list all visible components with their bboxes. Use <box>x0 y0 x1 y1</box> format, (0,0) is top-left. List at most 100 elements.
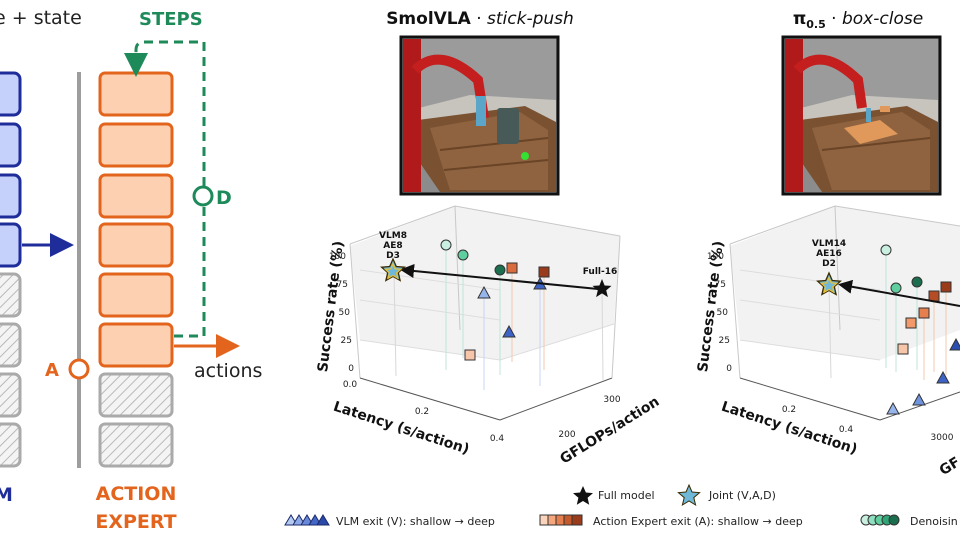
vlm-exit-point <box>477 285 491 299</box>
full-model-annotation: Full-16 <box>583 267 618 277</box>
d-exit-marker <box>192 185 214 207</box>
legend-vlm-exit-label: VLM exit (V): shallow → deep <box>336 515 495 528</box>
legend-vlm-exit-icon <box>284 514 330 526</box>
ae-exit-point <box>928 290 940 302</box>
joint-annotation: AE16 <box>816 249 842 259</box>
denoise-point <box>457 249 469 261</box>
z-tick: 50 <box>339 308 351 318</box>
ae-exit-point <box>538 266 550 278</box>
y-tick: 300 <box>603 395 620 405</box>
z-tick: 50 <box>717 308 729 318</box>
legend: Full model Joint (V,A,D) VLM exit (V): s… <box>284 483 958 528</box>
x-axis-label: Latency (s/action) <box>331 399 471 458</box>
scene-image-box-close <box>781 35 942 196</box>
vlm-exit-point <box>912 392 926 406</box>
legend-full-model-icon <box>573 486 593 505</box>
z-tick: 0 <box>726 364 732 374</box>
full-model-star <box>592 279 612 298</box>
x-tick: 0.0 <box>343 380 358 390</box>
z-tick: 100 <box>707 252 724 262</box>
legend-joint-label: Joint (V,A,D) <box>708 489 776 502</box>
architecture-diagram: e + state M A <box>0 7 262 533</box>
ae-layer <box>98 173 174 219</box>
top-left-text: e + state <box>0 7 82 29</box>
action-expert-label-line1: ACTION <box>96 483 177 505</box>
plot-3d-pi05: Success rate (%) 100 75 50 25 0 0.2 0.4 … <box>695 205 960 479</box>
legend-ae-exit-label: Action Expert exit (A): shallow → deep <box>593 515 803 528</box>
vlm-label: M <box>0 484 13 506</box>
vlm-layer <box>0 71 22 117</box>
z-tick: 75 <box>715 280 726 290</box>
z-tick: 0 <box>348 364 354 374</box>
ae-layer <box>98 322 174 368</box>
joint-star <box>380 257 406 282</box>
vlm-layer <box>0 173 22 219</box>
steps-loop-arrow <box>124 40 206 336</box>
vlm-layer <box>0 222 22 268</box>
joint-annotation: D3 <box>386 251 400 261</box>
ae-exit-point <box>918 307 930 319</box>
scene-image-stick-push <box>399 35 560 196</box>
vlm-exit-point <box>949 337 960 351</box>
panel-smolvla: SmolVLA · stick-push <box>315 9 662 468</box>
panel-pi05: π0.5 · box-close Success rate <box>695 9 960 479</box>
y-tick: 200 <box>558 430 575 440</box>
panel-title: π0.5 · box-close <box>793 9 923 31</box>
denoise-point <box>911 276 923 288</box>
legend-joint-icon <box>677 483 701 507</box>
ae-layer <box>98 122 174 168</box>
y-axis-label: GF <box>937 454 960 479</box>
vlm-exit-point <box>886 401 900 415</box>
panel-title: SmolVLA · stick-push <box>386 9 574 29</box>
ae-exit-point <box>506 262 518 274</box>
vlm-layer <box>0 122 22 168</box>
vlm-layer-skipped <box>0 272 22 318</box>
steps-label: STEPS <box>139 9 203 30</box>
vlm-layer-stack <box>0 71 22 468</box>
x-tick: 0.4 <box>839 425 854 435</box>
a-label: A <box>45 360 59 381</box>
y-tick: 3000 <box>931 433 954 443</box>
z-tick: 25 <box>719 336 730 346</box>
x-tick: 0.2 <box>782 405 796 415</box>
ae-exit-point <box>464 349 476 361</box>
denoise-point <box>494 264 506 276</box>
joint-annotation: VLM14 <box>812 239 846 249</box>
legend-full-model-label: Full model <box>598 489 655 502</box>
ae-exit-point <box>940 281 952 293</box>
ae-layer <box>98 222 174 268</box>
actions-label: actions <box>194 360 262 382</box>
plot-3d-smolvla: Success rate (%) 100 75 50 25 0 0.0 0.2 … <box>315 205 662 468</box>
z-tick: 25 <box>341 336 352 346</box>
joint-annotation: AE8 <box>383 241 402 251</box>
joint-star <box>816 271 842 296</box>
ae-exit-point <box>905 317 917 329</box>
denoise-point <box>440 239 452 251</box>
vlm-exit-point <box>936 370 950 384</box>
ae-layer-skipped <box>98 422 174 468</box>
denoise-point <box>890 282 902 294</box>
ae-layer <box>98 71 174 117</box>
action-expert-stack <box>98 71 174 468</box>
joint-annotation: VLM8 <box>379 231 407 241</box>
vlm-layer-skipped <box>0 322 22 368</box>
legend-ae-exit-icon <box>539 514 583 526</box>
legend-denoising-label: Denoisin <box>910 515 958 528</box>
speedup-arrow <box>400 264 599 290</box>
legend-denoising-icon <box>860 514 900 526</box>
ae-exit-point <box>897 343 909 355</box>
z-tick: 75 <box>337 280 348 290</box>
denoise-point <box>880 244 892 256</box>
x-tick: 0.4 <box>490 434 505 444</box>
vlm-layer-skipped <box>0 422 22 468</box>
joint-annotation: D2 <box>822 259 836 269</box>
a-exit-marker <box>68 358 90 380</box>
vlm-layer-skipped <box>0 372 22 418</box>
ae-layer <box>98 272 174 318</box>
d-label: D <box>216 187 232 209</box>
vlm-exit-point <box>502 324 516 338</box>
ae-layer-skipped <box>98 372 174 418</box>
x-tick: 0.2 <box>415 407 429 417</box>
action-expert-label-line2: EXPERT <box>95 511 176 533</box>
